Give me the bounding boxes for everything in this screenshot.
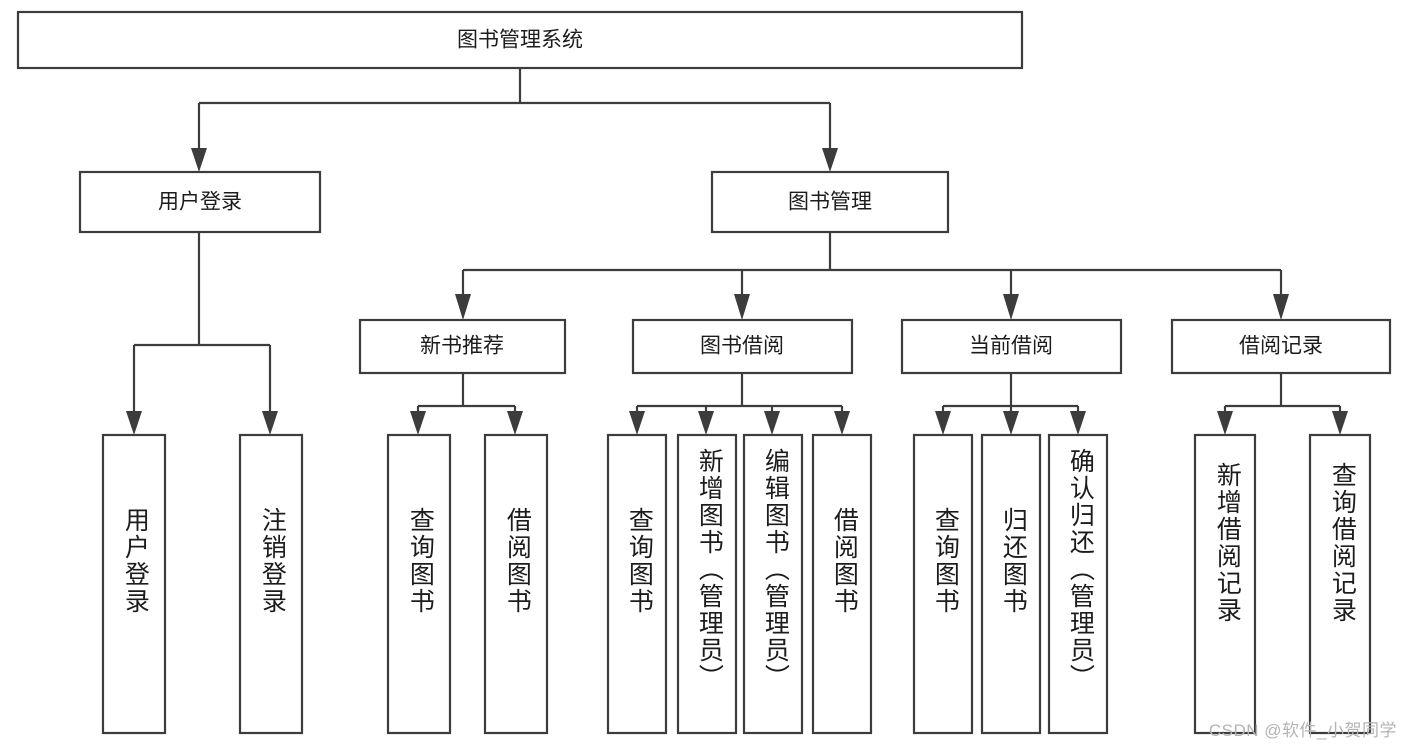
node-current-borrow-box xyxy=(900,318,1123,375)
node-book-borrow[interactable]: 图书借阅 xyxy=(631,318,854,375)
arrowhead-borrow-record xyxy=(1273,294,1289,320)
leaf-book-borrow-0[interactable]: 查询图书 xyxy=(606,433,668,735)
leaf-user-login-0[interactable]: 用户登录 xyxy=(101,433,167,735)
arrowhead-current-borrow xyxy=(1003,294,1019,320)
leaf-book-borrow-2[interactable]: 编辑图书（管理员） xyxy=(742,433,804,735)
leaf-borrow-record-0-box xyxy=(1193,433,1257,735)
arrowhead-current-borrow-leaf-0 xyxy=(935,411,951,435)
arrowhead-current-borrow-leaf-1 xyxy=(1003,411,1019,435)
node-root-system[interactable]: 图书管理系统 xyxy=(16,10,1024,70)
leaf-current-borrow-2[interactable]: 确认归还（管理员） xyxy=(1047,433,1109,735)
leaf-borrow-record-1-label: 查询借阅记录 xyxy=(1328,462,1357,624)
leaf-book-borrow-2-box xyxy=(742,433,804,735)
leaf-new-book-1[interactable]: 借阅图书 xyxy=(483,433,549,735)
leaf-new-book-0-box xyxy=(386,433,452,735)
leaf-current-borrow-2-label: 确认归还（管理员） xyxy=(1066,448,1095,691)
leaf-user-login-0-box xyxy=(101,433,167,735)
leaf-borrow-record-0[interactable]: 新增借阅记录 xyxy=(1193,433,1257,735)
node-new-book-recommend[interactable]: 新书推荐 xyxy=(358,318,567,375)
leaf-current-borrow-0-box xyxy=(912,433,974,735)
edge-group-book-manage-to-level3 xyxy=(455,232,1289,320)
arrowhead-book-borrow-leaf-2 xyxy=(764,411,780,435)
node-book-manage-label: 图书管理 xyxy=(788,191,872,214)
leaf-borrow-record-1[interactable]: 查询借阅记录 xyxy=(1308,433,1372,735)
node-user-login-label: 用户登录 xyxy=(158,191,242,214)
leaf-current-borrow-0-label: 查询图书 xyxy=(931,507,960,615)
arrowhead-book-borrow-leaf-0 xyxy=(629,411,645,435)
leaf-current-borrow-1-label: 归还图书 xyxy=(999,507,1028,615)
leaf-book-borrow-1-box xyxy=(676,433,738,735)
node-new-book-recommend-box xyxy=(358,318,567,375)
node-book-borrow-box xyxy=(631,318,854,375)
leaf-book-borrow-3-label: 借阅图书 xyxy=(830,507,859,615)
leaf-current-borrow-1[interactable]: 归还图书 xyxy=(980,433,1042,735)
node-user-login-box xyxy=(78,170,322,234)
leaf-borrow-record-0-label: 新增借阅记录 xyxy=(1213,462,1242,624)
leaf-user-login-0-label: 用户登录 xyxy=(121,507,150,615)
node-root-box xyxy=(16,10,1024,70)
edge-group-current-borrow-to-leaves xyxy=(935,373,1086,435)
arrowhead-user-login-leaf-0 xyxy=(126,411,142,435)
arrowhead-borrow-record-leaf-0 xyxy=(1217,411,1233,435)
leaf-book-borrow-3[interactable]: 借阅图书 xyxy=(811,433,873,735)
node-book-manage-box xyxy=(710,170,950,234)
node-user-login[interactable]: 用户登录 xyxy=(78,170,322,234)
leaf-book-borrow-2-label: 编辑图书（管理员） xyxy=(761,448,790,691)
leaf-book-borrow-1[interactable]: 新增图书（管理员） xyxy=(676,433,738,735)
arrowhead-book-borrow xyxy=(734,294,750,320)
leaf-borrow-record-1-box xyxy=(1308,433,1372,735)
leaf-new-book-1-box xyxy=(483,433,549,735)
arrowhead-new-book-leaf-0 xyxy=(410,411,426,435)
edge-group-new-book-to-leaves xyxy=(410,373,523,435)
leaf-book-borrow-1-label: 新增图书（管理员） xyxy=(695,448,724,691)
arrowhead-user-login xyxy=(191,148,207,172)
edge-group-book-borrow-to-leaves xyxy=(629,373,850,435)
leaf-new-book-0[interactable]: 查询图书 xyxy=(386,433,452,735)
leaf-book-borrow-0-label: 查询图书 xyxy=(625,507,654,615)
arrowhead-book-borrow-leaf-3 xyxy=(834,411,850,435)
leaf-book-borrow-0-box xyxy=(606,433,668,735)
arrowhead-book-borrow-leaf-1 xyxy=(698,411,714,435)
node-borrow-record[interactable]: 借阅记录 xyxy=(1170,318,1392,375)
leaf-new-book-0-label: 查询图书 xyxy=(406,507,435,615)
node-current-borrow[interactable]: 当前借阅 xyxy=(900,318,1123,375)
leaf-user-login-1-label: 注销登录 xyxy=(258,507,287,615)
node-root-label: 图书管理系统 xyxy=(457,29,583,52)
arrowhead-new-book xyxy=(455,294,471,320)
arrowhead-book-manage xyxy=(822,148,838,172)
leaf-book-borrow-3-box xyxy=(811,433,873,735)
arrowhead-new-book-leaf-1 xyxy=(507,411,523,435)
node-borrow-record-box xyxy=(1170,318,1392,375)
leaf-user-login-1[interactable]: 注销登录 xyxy=(238,433,304,735)
leaf-current-borrow-2-box xyxy=(1047,433,1109,735)
arrowhead-borrow-record-leaf-1 xyxy=(1332,411,1348,435)
node-current-borrow-label: 当前借阅 xyxy=(969,335,1053,358)
leaf-current-borrow-0[interactable]: 查询图书 xyxy=(912,433,974,735)
node-borrow-record-label: 借阅记录 xyxy=(1239,335,1323,358)
leaf-user-login-1-box xyxy=(238,433,304,735)
arrowhead-user-login-leaf-1 xyxy=(262,411,278,435)
edge-group-root-to-level2 xyxy=(191,68,838,172)
edge-group-borrow-record-to-leaves xyxy=(1217,373,1348,435)
node-book-borrow-label: 图书借阅 xyxy=(700,335,784,358)
leaf-current-borrow-1-box xyxy=(980,433,1042,735)
node-book-manage[interactable]: 图书管理 xyxy=(710,170,950,234)
edge-group-user-login-to-leaves xyxy=(126,232,278,435)
leaf-new-book-1-label: 借阅图书 xyxy=(503,507,532,615)
node-new-book-recommend-label: 新书推荐 xyxy=(420,335,504,358)
arrowhead-current-borrow-leaf-2 xyxy=(1070,411,1086,435)
